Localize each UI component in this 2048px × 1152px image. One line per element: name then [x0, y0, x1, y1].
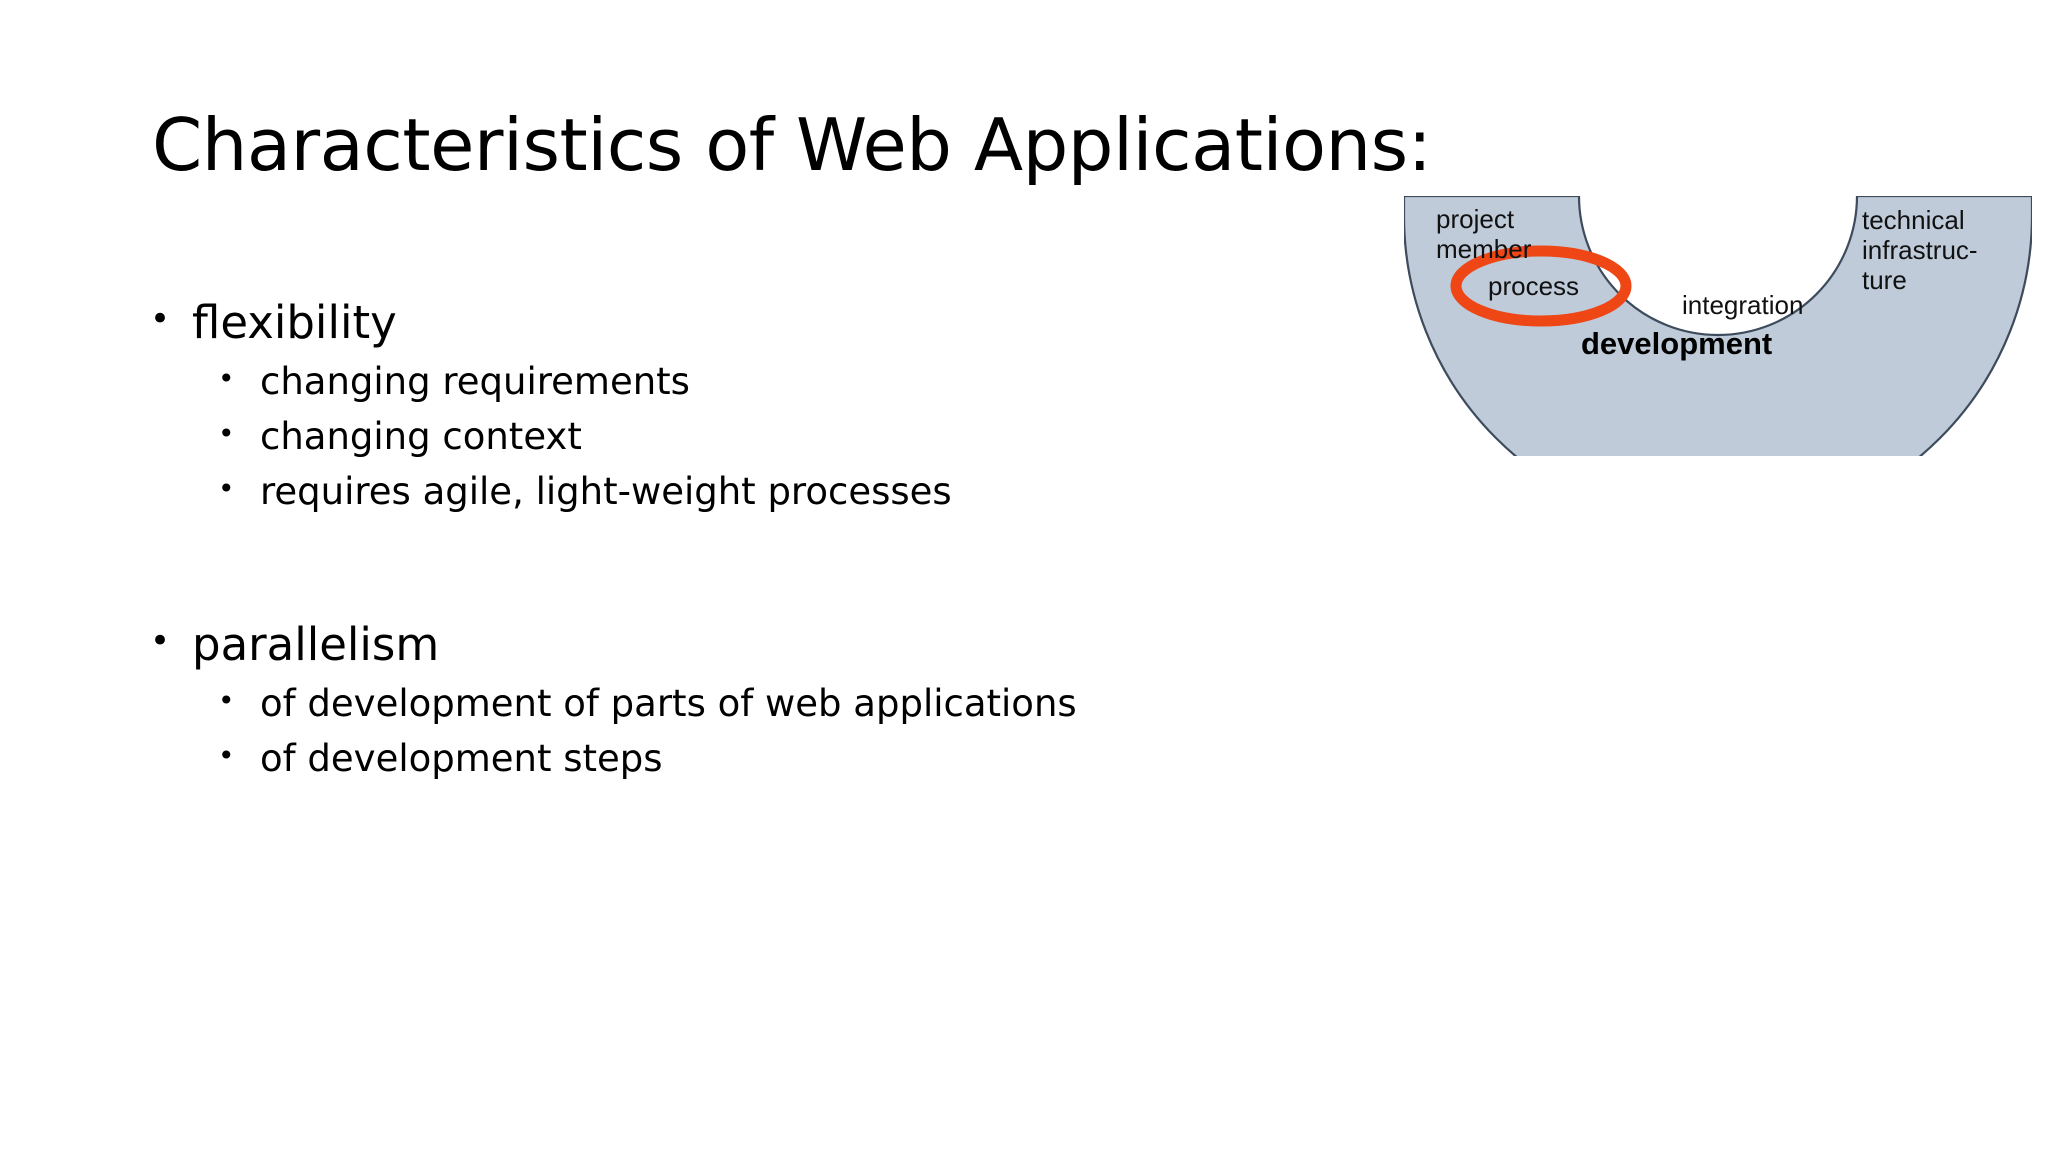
bullet-level2-development-steps: of development steps [210, 739, 1350, 777]
bullet-group-parallelism: parallelism of development of parts of w… [150, 620, 1350, 777]
bullet-level1-parallelism: parallelism [150, 620, 1350, 667]
bullet-level1-flexibility: flexibility [150, 298, 1350, 345]
diagram-label-technical: technical [1862, 205, 1965, 235]
bullet-level2-requires-agile-processes: requires agile, light-weight processes [210, 472, 1350, 510]
bullet-level2-changing-context: changing context [210, 417, 1350, 455]
diagram-label-process: process [1488, 271, 1579, 301]
bullet-level2-parts-of-web-applications: of development of parts of web applicati… [210, 684, 1350, 722]
diagram-label-member: member [1436, 234, 1532, 264]
bullet-level2-changing-requirements: changing requirements [210, 362, 1350, 400]
diagram-label-integration: integration [1682, 290, 1803, 320]
diagram-label-project: project [1436, 204, 1515, 234]
bullet-group-flexibility: flexibility changing requirements changi… [150, 298, 1350, 510]
diagram-label-infrastructure-2: ture [1862, 265, 1907, 295]
page-title: Characteristics of Web Applications: [152, 103, 1432, 187]
diagram-label-infrastructure-1: infrastruc- [1862, 235, 1978, 265]
diagram-label-development: development [1581, 326, 1772, 361]
process-highlight-ellipse [1450, 245, 1632, 327]
bullet-group-spacer [150, 510, 1350, 622]
arc-shape [1404, 196, 2032, 456]
body-content: flexibility changing requirements changi… [150, 298, 1350, 777]
development-arc-diagram: project member process integration devel… [1404, 196, 2032, 456]
